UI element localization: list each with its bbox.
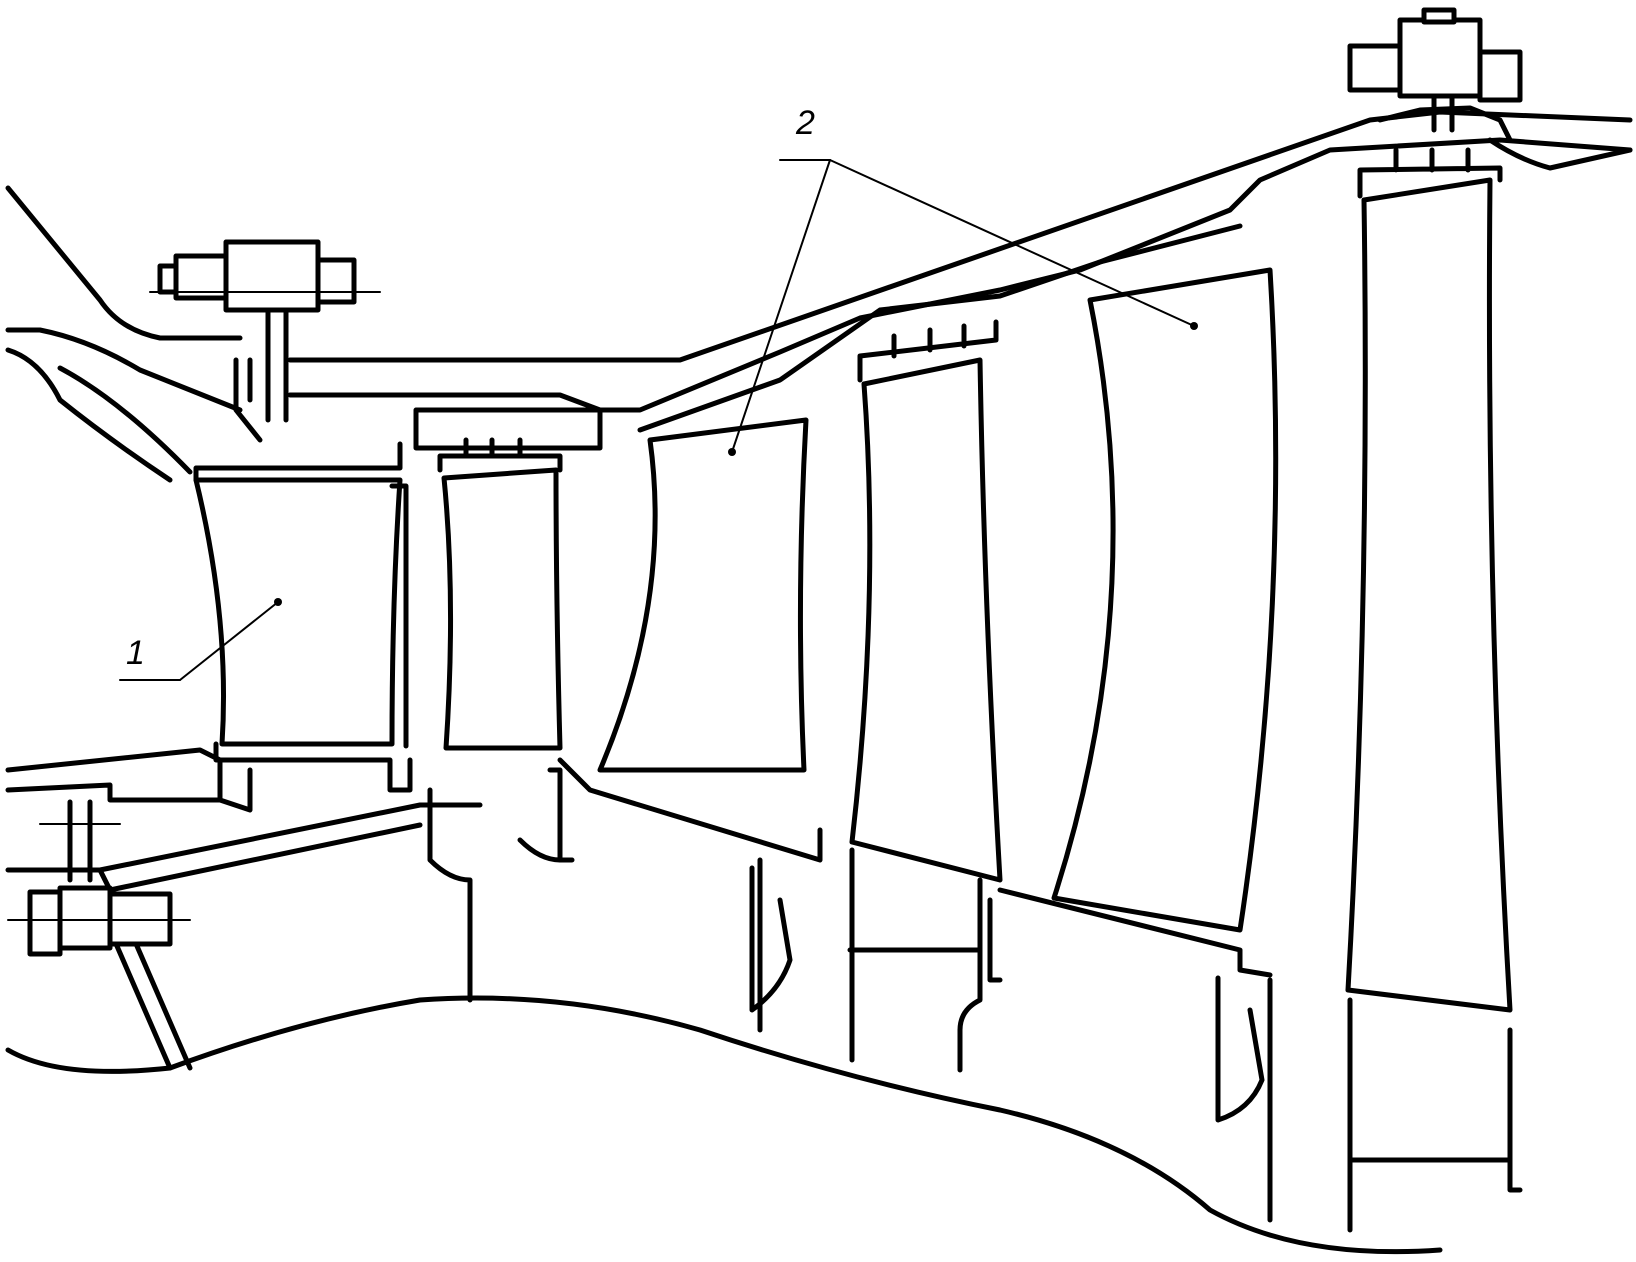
blade-3-root bbox=[1267, 977, 1523, 1233]
inner-ring-left bbox=[5, 747, 1443, 1255]
inner-cone-lower bbox=[97, 822, 423, 893]
rotor-blade-1 bbox=[413, 407, 603, 1003]
hub-curve bbox=[5, 995, 1443, 1255]
callout-1-leader bbox=[179, 601, 279, 681]
callout-2-dot-a bbox=[728, 448, 736, 456]
inner-ring-upper bbox=[5, 747, 253, 813]
stator-vane-1 bbox=[193, 441, 413, 793]
blade-2-clip bbox=[749, 865, 793, 1013]
callout-1-group[interactable]: 1 bbox=[119, 598, 282, 681]
stator-vane-2 bbox=[547, 417, 823, 863]
callout-2-leader-b bbox=[829, 159, 1195, 327]
bolt-head-right bbox=[1421, 7, 1457, 25]
callout-1-dot bbox=[274, 598, 282, 606]
vane-1-trailing-edge bbox=[389, 483, 409, 749]
vane-3-outline bbox=[1051, 267, 1279, 933]
blade-1-shroud bbox=[437, 437, 563, 473]
blade-3-clip bbox=[1215, 975, 1265, 1123]
vane-2-hook bbox=[547, 767, 575, 863]
callout-2-leader-a bbox=[731, 159, 831, 453]
casing-left-rib bbox=[5, 347, 173, 483]
casing-main-outer bbox=[287, 109, 1633, 363]
blade-3-shroud bbox=[1357, 147, 1503, 199]
blade-2-root bbox=[757, 847, 983, 1073]
vane-2-seal bbox=[557, 757, 823, 863]
casing-left-rib-2 bbox=[57, 365, 193, 475]
callout-2-group[interactable]: 2 bbox=[728, 104, 1198, 456]
bolt-stem-right-top bbox=[1431, 93, 1455, 133]
rotor-blade-2 bbox=[749, 319, 1003, 1073]
vane-3-hook bbox=[987, 897, 1003, 983]
callout-2-label: 2 bbox=[795, 104, 815, 142]
blade-1-outline bbox=[441, 467, 563, 751]
casing-secondary-inner bbox=[637, 223, 1243, 433]
casing-left-upper-line bbox=[5, 185, 243, 341]
bolt-assembly-left-bottom bbox=[7, 823, 191, 957]
vane-1-upper-shroud bbox=[193, 441, 403, 483]
stator-bracket-left bbox=[233, 357, 263, 443]
bolt-nut-left-b bbox=[315, 257, 357, 305]
casing-right-end bbox=[1487, 137, 1633, 171]
vane-1-lower-shroud bbox=[213, 741, 413, 793]
bolt-nut-right-b bbox=[1477, 49, 1523, 103]
bolt-stem-left-top bbox=[265, 307, 289, 423]
callout-2-dot-b bbox=[1190, 322, 1198, 330]
casing-right-upper bbox=[1377, 105, 1513, 143]
bolt-head-left bbox=[157, 263, 179, 295]
rotor-blade-3 bbox=[1215, 147, 1523, 1233]
inner-cone bbox=[5, 802, 483, 873]
bolt-flange-right-top bbox=[1397, 17, 1483, 99]
inner-ring-lower bbox=[5, 782, 223, 803]
vane-3-lower bbox=[997, 887, 1273, 978]
bolt-flange-left-top bbox=[223, 239, 321, 313]
inner-diagonal-left bbox=[107, 927, 193, 1071]
bolt-assembly-left-top bbox=[149, 239, 381, 443]
blade-2-shroud bbox=[857, 319, 999, 383]
blade-1-root bbox=[427, 777, 563, 1003]
casing-left-inner-line bbox=[5, 327, 243, 413]
blade-1-platform bbox=[413, 407, 603, 451]
stator-vane-3 bbox=[987, 267, 1279, 983]
blade-3-outline bbox=[1345, 177, 1513, 1013]
bolt-nut-right-a bbox=[1347, 43, 1403, 93]
vane-2-outline bbox=[597, 417, 809, 773]
casing-main-inner bbox=[287, 137, 1633, 413]
bolt-nut-left-bottom-a bbox=[27, 889, 63, 957]
bolt-assembly-right-top bbox=[1347, 7, 1523, 133]
blade-2-outline bbox=[849, 357, 1003, 883]
inner-web-left bbox=[67, 799, 93, 883]
bolt-flange-left-bottom bbox=[57, 885, 113, 951]
callout-1-label: 1 bbox=[126, 634, 145, 672]
vane-1-outline bbox=[193, 477, 403, 747]
